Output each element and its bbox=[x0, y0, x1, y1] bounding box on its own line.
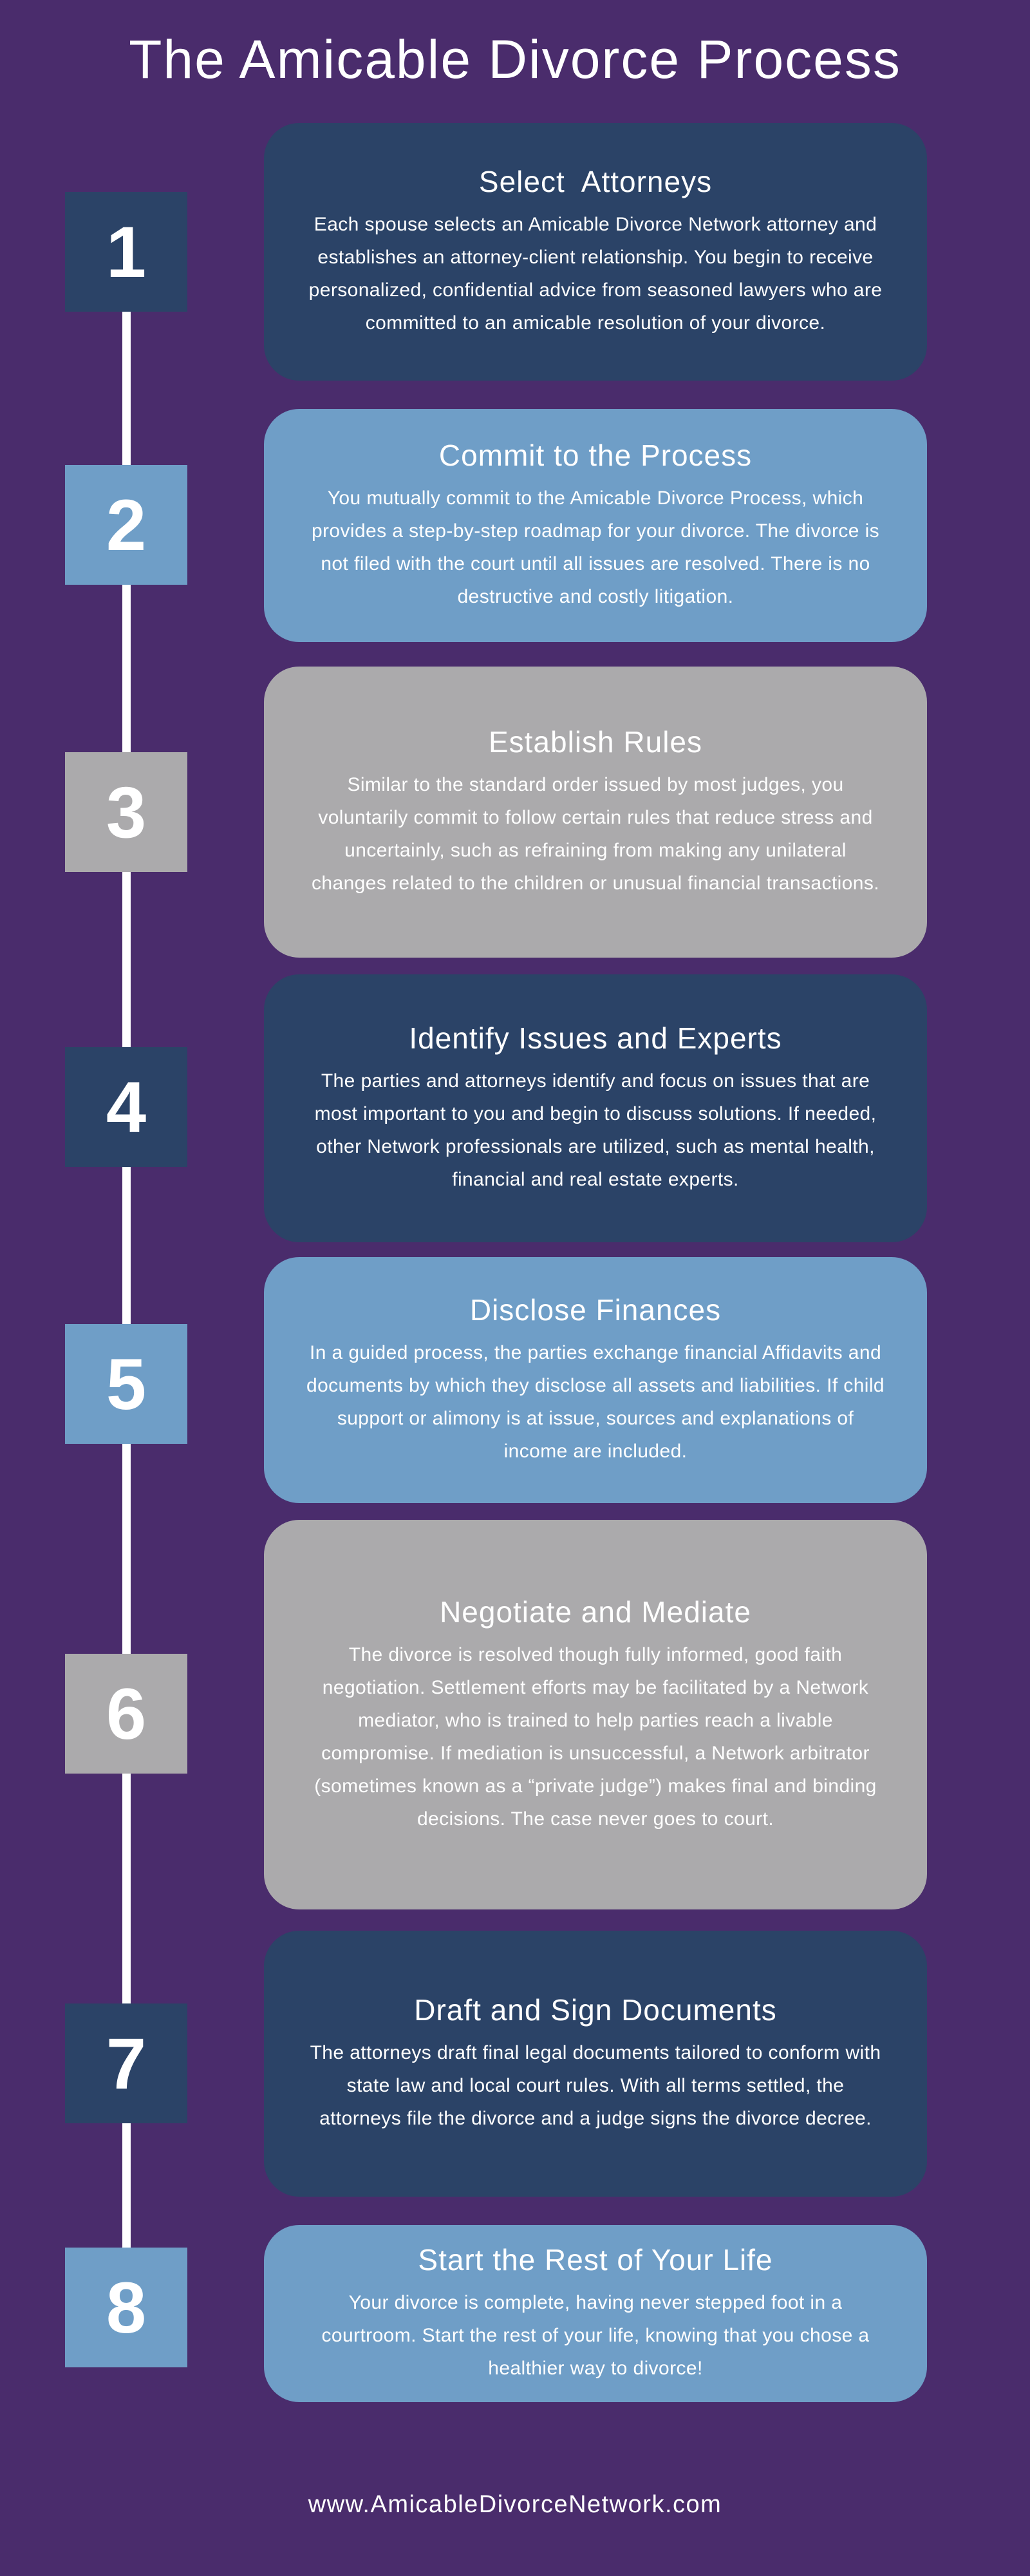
step-4-title: Identify Issues and Experts bbox=[409, 1021, 782, 1055]
step-4-number-square: 4 bbox=[65, 1047, 187, 1167]
page-title: The Amicable Divorce Process bbox=[129, 29, 901, 90]
step-5-number-square: 5 bbox=[65, 1324, 187, 1444]
step-5-title: Disclose Finances bbox=[469, 1293, 722, 1327]
step-1-card: Select Attorneys Each spouse selects an … bbox=[264, 123, 927, 381]
step-5-description: In a guided process, the parties exchang… bbox=[306, 1342, 885, 1462]
step-6-number: 6 bbox=[106, 1673, 147, 1754]
step-6-description: The divorce is resolved though fully inf… bbox=[314, 1643, 877, 1830]
step-6-title: Negotiate and Mediate bbox=[440, 1595, 751, 1629]
step-3-card: Establish Rules Similar to the standard … bbox=[264, 667, 927, 958]
step-1-title: Select Attorneys bbox=[478, 165, 713, 198]
step-7-description: The attorneys draft final legal document… bbox=[310, 2042, 881, 2129]
step-5-card: Disclose Finances In a guided process, t… bbox=[264, 1257, 927, 1503]
step-3-title: Establish Rules bbox=[488, 725, 703, 759]
step-7-title: Draft and Sign Documents bbox=[414, 1993, 777, 2027]
step-8-number: 8 bbox=[106, 2267, 147, 2348]
step-7-number-square: 7 bbox=[65, 2003, 187, 2123]
step-2-number-square: 2 bbox=[65, 465, 187, 585]
step-7-number: 7 bbox=[106, 2023, 147, 2104]
step-2-card: Commit to the Process You mutually commi… bbox=[264, 409, 927, 642]
step-5-number: 5 bbox=[106, 1343, 147, 1425]
step-6-number-square: 6 bbox=[65, 1654, 187, 1774]
step-1-number: 1 bbox=[106, 211, 147, 292]
step-2-number: 2 bbox=[106, 484, 147, 565]
step-8-description: Your divorce is complete, having never s… bbox=[321, 2292, 870, 2379]
website-url: www.AmicableDivorceNetwork.com bbox=[308, 2491, 722, 2518]
step-8-title: Start the Rest of Your Life bbox=[418, 2243, 773, 2277]
step-4-card: Identify Issues and Experts The parties … bbox=[264, 974, 927, 1242]
step-8-number-square: 8 bbox=[65, 2248, 187, 2367]
step-2-title: Commit to the Process bbox=[438, 439, 753, 472]
step-1-description: Each spouse selects an Amicable Divorce … bbox=[308, 214, 883, 334]
step-4-description: The parties and attorneys identify and f… bbox=[314, 1070, 877, 1190]
step-4-number: 4 bbox=[106, 1066, 147, 1148]
step-7-card: Draft and Sign Documents The attorneys d… bbox=[264, 1931, 927, 2197]
step-2-description: You mutually commit to the Amicable Divo… bbox=[311, 488, 880, 607]
step-6-card: Negotiate and Mediate The divorce is res… bbox=[264, 1520, 927, 1909]
step-3-description: Similar to the standard order issued by … bbox=[312, 774, 879, 894]
step-3-number-square: 3 bbox=[65, 752, 187, 872]
step-3-number: 3 bbox=[106, 772, 147, 853]
step-8-card: Start the Rest of Your Life Your divorce… bbox=[264, 2225, 927, 2402]
step-1-number-square: 1 bbox=[65, 192, 187, 312]
